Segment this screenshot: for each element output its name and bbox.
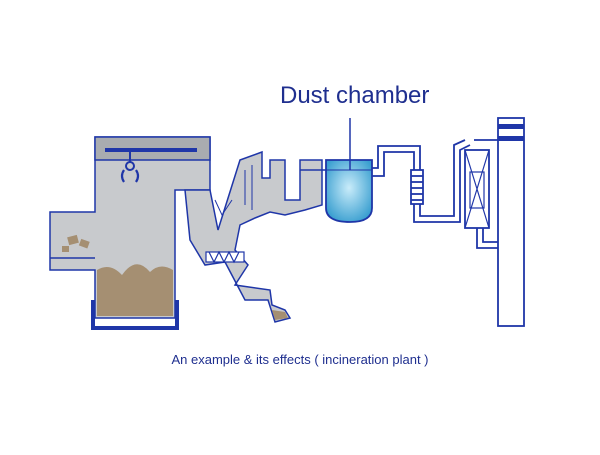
chimney-stack	[497, 117, 525, 327]
screw-conveyor	[205, 250, 245, 264]
dust-chamber	[325, 159, 373, 223]
incinerator-bunker	[49, 136, 211, 330]
dust-chamber-label: Dust chamber	[280, 82, 430, 109]
debris	[62, 234, 90, 252]
furnace-boiler	[184, 150, 330, 323]
duct-system	[372, 139, 500, 249]
crane-rail	[105, 148, 197, 152]
waste-pile	[97, 264, 173, 316]
crane-claw-icon	[120, 161, 140, 183]
diagram-caption: An example & its effects ( incineration …	[171, 352, 429, 367]
